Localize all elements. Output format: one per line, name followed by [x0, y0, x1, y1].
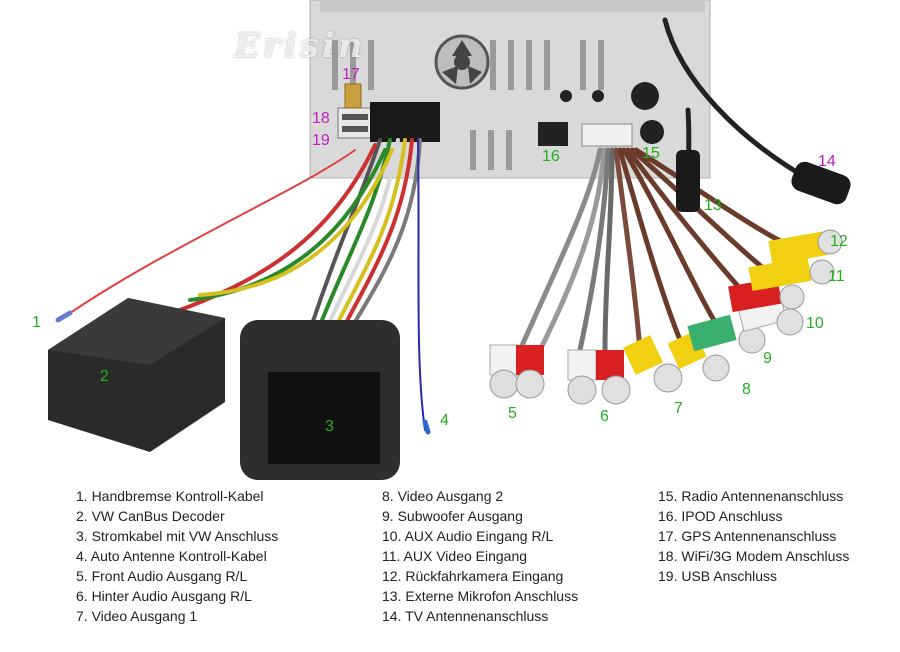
rca-plug-white-rear [567, 349, 597, 405]
rca-plug-yellow-video1 [623, 335, 683, 393]
callout-2: 2 [100, 368, 109, 385]
callout-15: 15 [642, 145, 660, 162]
callout-19: 19 [312, 132, 330, 149]
legend-item: 11. AUX Video Eingang [382, 548, 528, 564]
callout-7: 7 [674, 400, 683, 417]
callout-13: 13 [704, 197, 722, 214]
callout-17: 17 [342, 66, 360, 83]
legend-column-2: 8. Video Ausgang 2 9. Subwoofer Ausgang … [382, 486, 578, 626]
legend-item: 18. WiFi/3G Modem Anschluss [658, 548, 850, 564]
legend-item: 19. USB Anschluss [658, 568, 778, 584]
rca-plug-yellow-aux-video [748, 256, 835, 292]
ipod-port [538, 122, 568, 146]
callout-18: 18 [312, 110, 330, 127]
legend-item: 7. Video Ausgang 1 [76, 608, 198, 624]
callout-9: 9 [763, 350, 772, 367]
callout-4: 4 [440, 412, 449, 429]
callout-16: 16 [542, 148, 560, 165]
radio-antenna-port [640, 120, 664, 144]
vent-slots [332, 40, 604, 170]
legend-item: 16. IPOD Anschluss [658, 508, 783, 524]
mic-jack [676, 150, 700, 212]
legend-column-1: 1. Handbremse Kontroll-Kabel 2. VW CanBu… [76, 486, 278, 626]
callout-10: 10 [806, 315, 824, 332]
tv-antenna-plug [791, 161, 851, 205]
callout-1: 1 [32, 314, 41, 331]
rca-plug-green-sub [687, 314, 766, 354]
legend-item: 2. VW CanBus Decoder [76, 508, 225, 524]
legend-item: 3. Stromkabel mit VW Anschluss [76, 528, 279, 544]
usb-port [337, 107, 373, 139]
legend-item: 10. AUX Audio Eingang R/L [382, 528, 554, 544]
legend-item: 17. GPS Antennenanschluss [658, 528, 837, 544]
callout-5: 5 [508, 405, 517, 422]
legend-item: 4. Auto Antenne Kontroll-Kabel [76, 548, 267, 564]
legend-item: 14. TV Antennenanschluss [382, 608, 549, 624]
callout-8: 8 [742, 381, 751, 398]
callout-14: 14 [818, 153, 836, 170]
rca-plug-yellow-camera [768, 229, 843, 265]
callout-6: 6 [600, 408, 609, 425]
rca-block-connector [581, 123, 633, 147]
legend-item: 1. Handbremse Kontroll-Kabel [76, 488, 264, 504]
callout-12: 12 [830, 233, 848, 250]
rca-plug-red-front [515, 345, 545, 399]
legend-item: 13. Externe Mikrofon Anschluss [382, 588, 579, 604]
callout-11: 11 [828, 268, 845, 285]
legend-item: 5. Front Audio Ausgang R/L [76, 568, 248, 584]
legend-item: 8. Video Ausgang 2 [382, 488, 504, 504]
rca-plugs [489, 229, 843, 405]
erisin-logo: Erisin [234, 26, 366, 66]
legend-column-3: 15. Radio Antennenanschluss 16. IPOD Ans… [658, 486, 849, 586]
legend-item: 15. Radio Antennenanschluss [658, 488, 844, 504]
rca-plug-red-rear [596, 350, 631, 405]
legend-item: 9. Subwoofer Ausgang [382, 508, 523, 524]
legend-item: 6. Hinter Audio Ausgang R/L [76, 588, 252, 604]
rca-plug-white-front [489, 344, 519, 399]
gps-connector [344, 83, 362, 109]
harness-connector [370, 102, 440, 142]
callout-3: 3 [325, 418, 334, 435]
legend-item: 12. Rückfahrkamera Eingang [382, 568, 564, 584]
wiring-photo [48, 0, 851, 480]
